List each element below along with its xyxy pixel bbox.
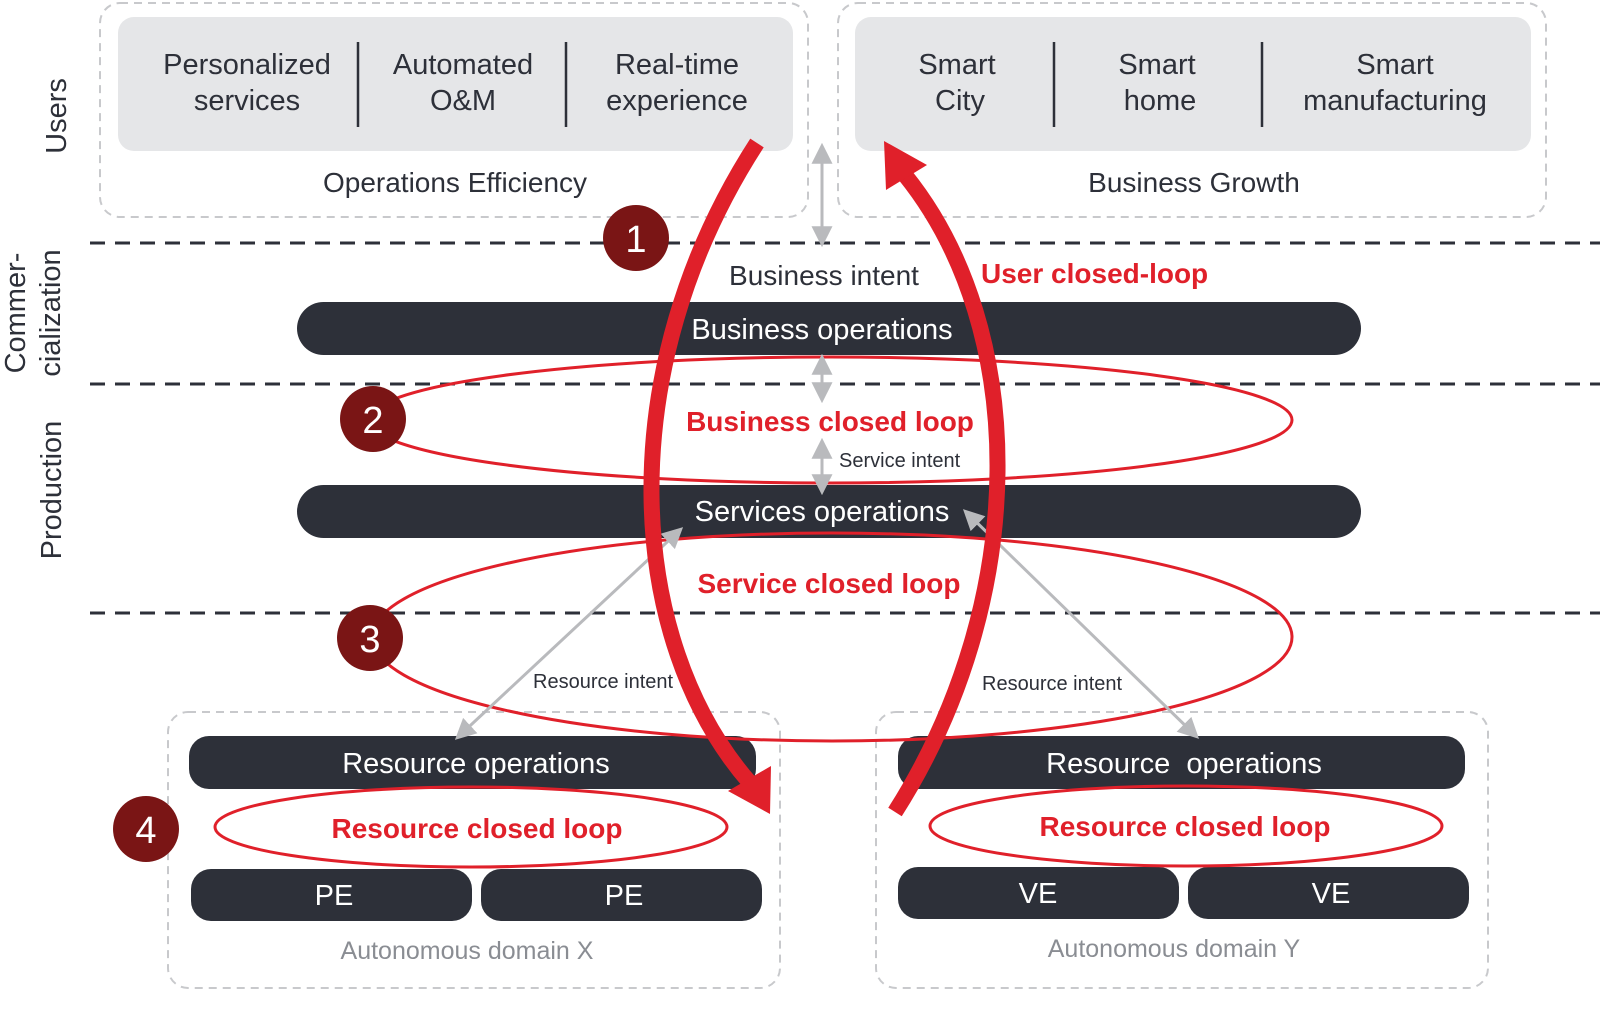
realtime-experience-line1: Real-time (615, 49, 739, 81)
pe-label-2: PE (605, 880, 644, 912)
resource-operations-y-label: Resource operations (1046, 748, 1322, 780)
marker-1-label: 1 (625, 219, 646, 261)
business-closed-loop-label: Business closed loop (686, 406, 974, 437)
automated-om-line2: O&M (430, 85, 496, 117)
business-operations-label: Business operations (691, 314, 952, 346)
user-closed-loop-down-arrowhead (728, 766, 771, 814)
service-intent-label: Service intent (839, 450, 961, 472)
service-closed-loop-ellipse (370, 531, 1294, 743)
automated-om-line1: Automated (393, 49, 533, 81)
user-closed-loop-up-arrow (888, 169, 1006, 817)
marker-2-label: 2 (362, 400, 383, 442)
resource-closed-loop-y-label: Resource closed loop (1040, 811, 1331, 842)
resource-operations-y-bar (898, 736, 1465, 789)
smart-home-line1: Smart (1118, 49, 1195, 81)
pe-label-1: PE (315, 880, 354, 912)
resource-operations-x-label: Resource operations (342, 748, 610, 780)
resource-intent-left-label: Resource intent (533, 671, 674, 693)
ve-bar-2 (1188, 867, 1469, 919)
resource-closed-loop-x-ellipse (213, 785, 729, 869)
smart-home-line2: home (1124, 85, 1197, 117)
user-closed-loop-up-arrowhead (884, 141, 927, 190)
resource-intent-right-label: Resource intent (982, 673, 1123, 695)
smart-manufacturing-line1: Smart (1356, 49, 1433, 81)
marker-4-circle (113, 796, 179, 862)
resource-intent-right-arrow (962, 509, 1200, 739)
business-intent-label: Business intent (729, 260, 919, 291)
resource-operations-x-bar (189, 736, 756, 789)
autonomous-domain-y-caption: Autonomous domain Y (1048, 935, 1301, 963)
business-operations-bar (297, 302, 1361, 355)
marker-4-label: 4 (135, 810, 156, 852)
resource-closed-loop-x-label: Resource closed loop (332, 813, 623, 844)
marker-1-circle (603, 205, 669, 271)
business-growth-caption: Business Growth (1088, 167, 1300, 198)
user-closed-loop-down-arrow (643, 138, 764, 789)
realtime-experience-line2: experience (606, 85, 748, 117)
operations-efficiency-caption: Operations Efficiency (323, 167, 587, 198)
service-closed-loop-label: Service closed loop (698, 568, 961, 599)
pe-bar-2 (481, 869, 762, 921)
users-right-panel (855, 17, 1531, 151)
commercialization-side-label-line1: Commer- (0, 253, 32, 374)
users-side-label: Users (41, 78, 73, 154)
resource-intent-left-arrow (454, 527, 684, 740)
autonomous-domain-x-caption: Autonomous domain X (341, 937, 594, 965)
users-left-panel (118, 17, 793, 151)
services-operations-label: Services operations (695, 496, 950, 528)
users-right-dashed-frame (837, 2, 1547, 218)
pe-bar-1 (191, 869, 472, 921)
ve-label-1: VE (1019, 878, 1058, 910)
user-closed-loop-label: User closed-loop (981, 258, 1208, 289)
ve-label-2: VE (1312, 878, 1351, 910)
users-left-dashed-frame (99, 2, 809, 218)
production-side-label: Production (36, 421, 68, 560)
smart-city-line2: City (935, 85, 985, 117)
personalized-services-line1: Personalized (163, 49, 331, 81)
resource-closed-loop-y-ellipse (928, 784, 1444, 868)
commercialization-side-label-line2: cialization (35, 249, 67, 376)
marker-3-label: 3 (359, 619, 380, 661)
smart-manufacturing-line2: manufacturing (1303, 85, 1487, 117)
marker-2-circle (340, 386, 406, 452)
marker-3-circle (337, 605, 403, 671)
ve-bar-1 (898, 867, 1179, 919)
smart-city-line1: Smart (918, 49, 995, 81)
personalized-services-line2: services (194, 85, 300, 117)
